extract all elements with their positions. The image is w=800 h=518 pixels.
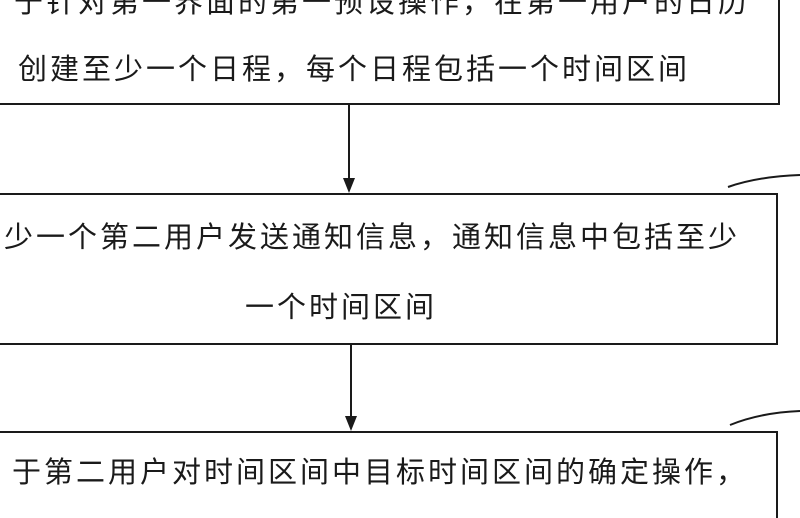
reference-lead-line-1 <box>727 174 800 188</box>
arrow-1-head <box>343 178 355 193</box>
reference-lead-line-2 <box>729 410 800 426</box>
flow-step-2-line-1: 少一个第二用户发送通知信息，通知信息中包括至少 <box>4 220 741 254</box>
flow-step-1-line-1: 于针对第一界面的第一预设操作，在第一用户的日历 <box>14 0 751 19</box>
flow-step-2-line-2: 一个时间区间 <box>245 290 438 324</box>
flow-step-3-line-1: 于第二用户对时间区间中目标时间区间的确定操作， <box>12 455 749 489</box>
flow-step-2 <box>0 193 778 345</box>
arrow-2-head <box>345 416 357 431</box>
flow-step-3 <box>0 431 778 518</box>
flow-step-1 <box>0 0 780 105</box>
flow-step-1-line-2: 创建至少一个日程，每个日程包括一个时间区间 <box>18 52 691 86</box>
